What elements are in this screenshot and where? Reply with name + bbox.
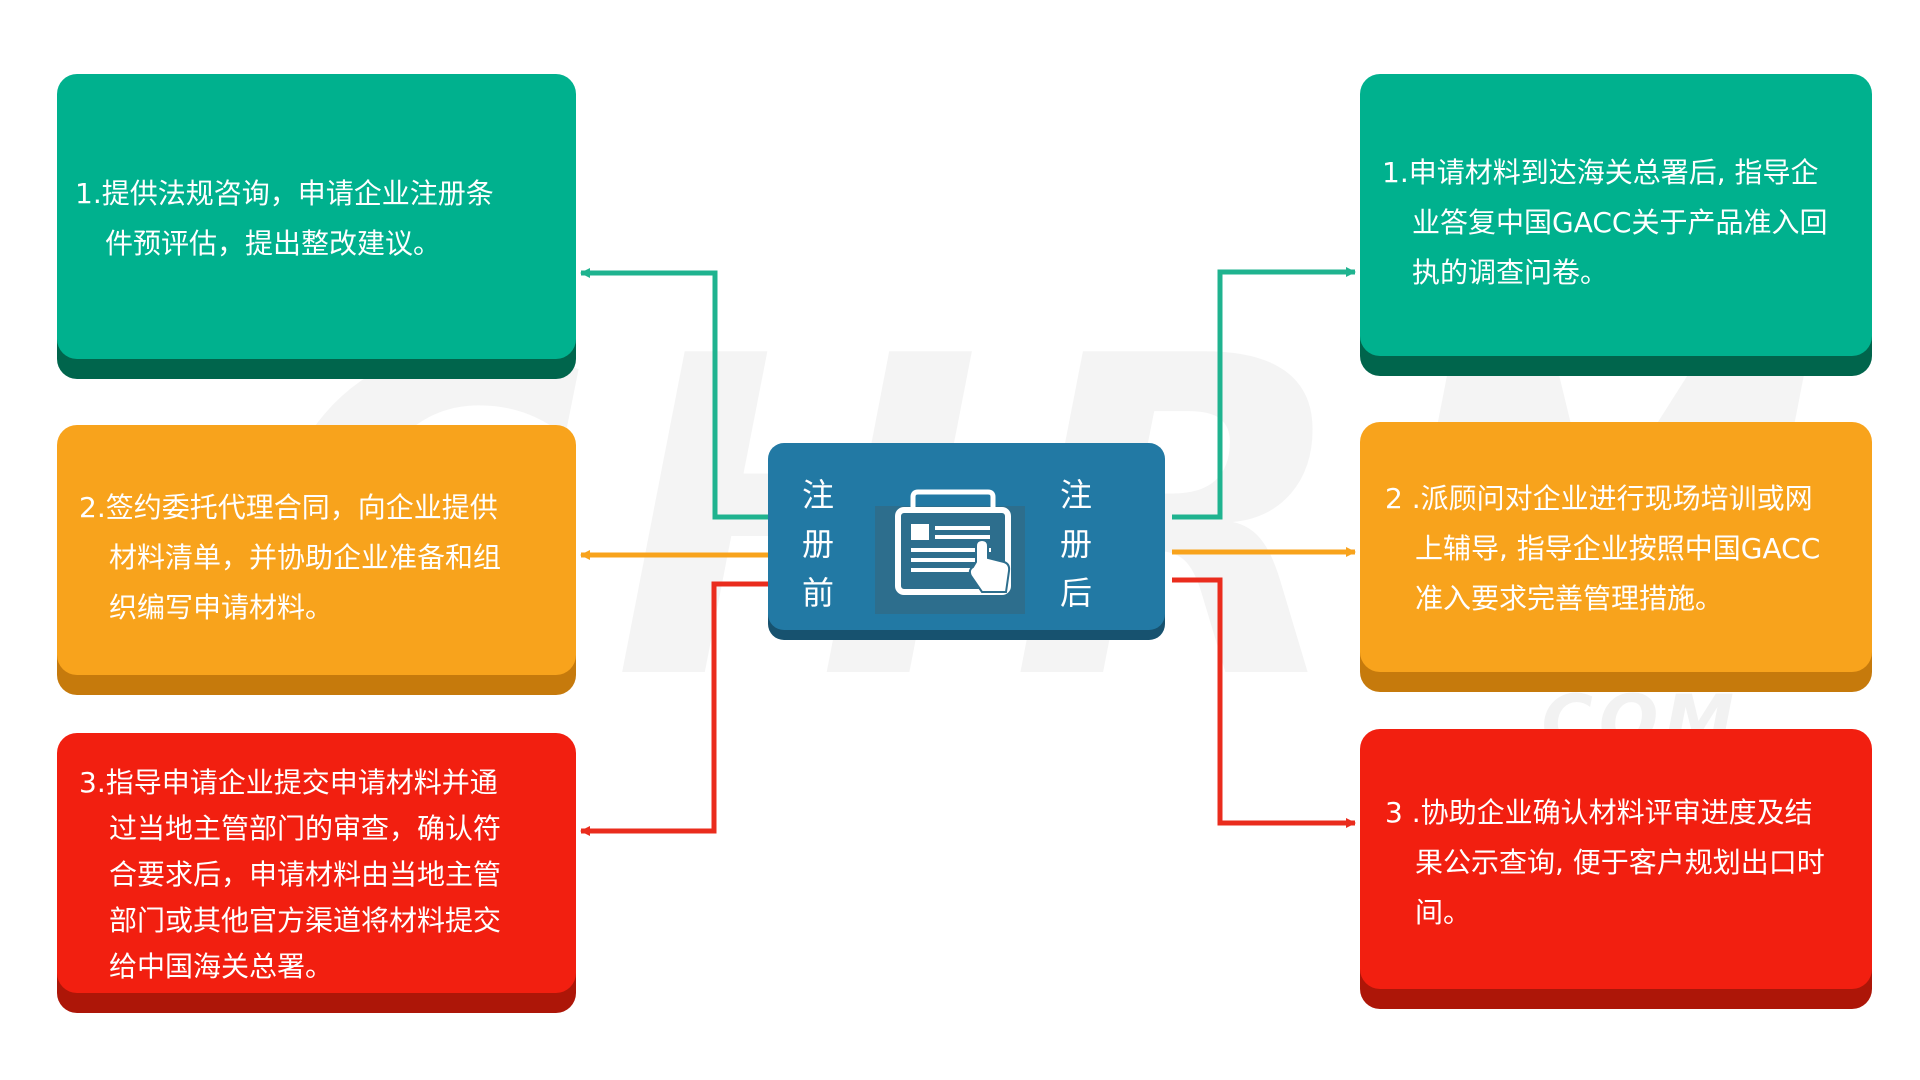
after-step-1-text: 1.申请材料到达海关总署后, 指导企 业答复中国GACC关于产品准入回 执的调查… xyxy=(1382,156,1828,289)
before-step-1-box: 1.提供法规咨询，申请企业注册条 件预评估，提出整改建议。 xyxy=(57,74,576,359)
after-step-3-box: 3 .协助企业确认材料评审进度及结 果公示查询, 便于客户规划出口时 间。 xyxy=(1360,729,1872,989)
after-step-2-box: 2 .派顾问对企业进行现场培训或网 上辅导, 指导企业按照中国GACC 准入要求… xyxy=(1360,422,1872,672)
after-step-3-text: 3 .协助企业确认材料评审进度及结 果公示查询, 便于客户规划出口时 间。 xyxy=(1385,796,1825,929)
connector-before-1 xyxy=(580,268,768,520)
pre-registration-label: 注册前 xyxy=(801,476,834,612)
form-touch-icon xyxy=(875,489,1025,614)
connector-after-3 xyxy=(1172,577,1356,828)
before-step-1-text: 1.提供法规咨询，申请企业注册条 件预评估，提出整改建议。 xyxy=(75,177,494,260)
post-registration-label: 注册后 xyxy=(1059,476,1092,612)
center-node: 注册前 注册后 xyxy=(768,443,1165,630)
connector-after-1 xyxy=(1172,267,1356,520)
before-step-3-box: 3.指导申请企业提交申请材料并通 过当地主管部门的审查，确认符 合要求后，申请材… xyxy=(57,733,576,993)
after-step-2-text: 2 .派顾问对企业进行现场培训或网 上辅导, 指导企业按照中国GACC 准入要求… xyxy=(1385,482,1821,615)
before-step-2-box: 2.签约委托代理合同，向企业提供 材料清单，并协助企业准备和组 织编写申请材料。 xyxy=(57,425,576,675)
before-step-2-text: 2.签约委托代理合同，向企业提供 材料清单，并协助企业准备和组 织编写申请材料。 xyxy=(79,491,502,624)
before-step-3-text: 3.指导申请企业提交申请材料并通 过当地主管部门的审查，确认符 合要求后，申请材… xyxy=(79,766,502,983)
connector-before-3 xyxy=(580,581,768,836)
after-step-1-box: 1.申请材料到达海关总署后, 指导企 业答复中国GACC关于产品准入回 执的调查… xyxy=(1360,74,1872,356)
